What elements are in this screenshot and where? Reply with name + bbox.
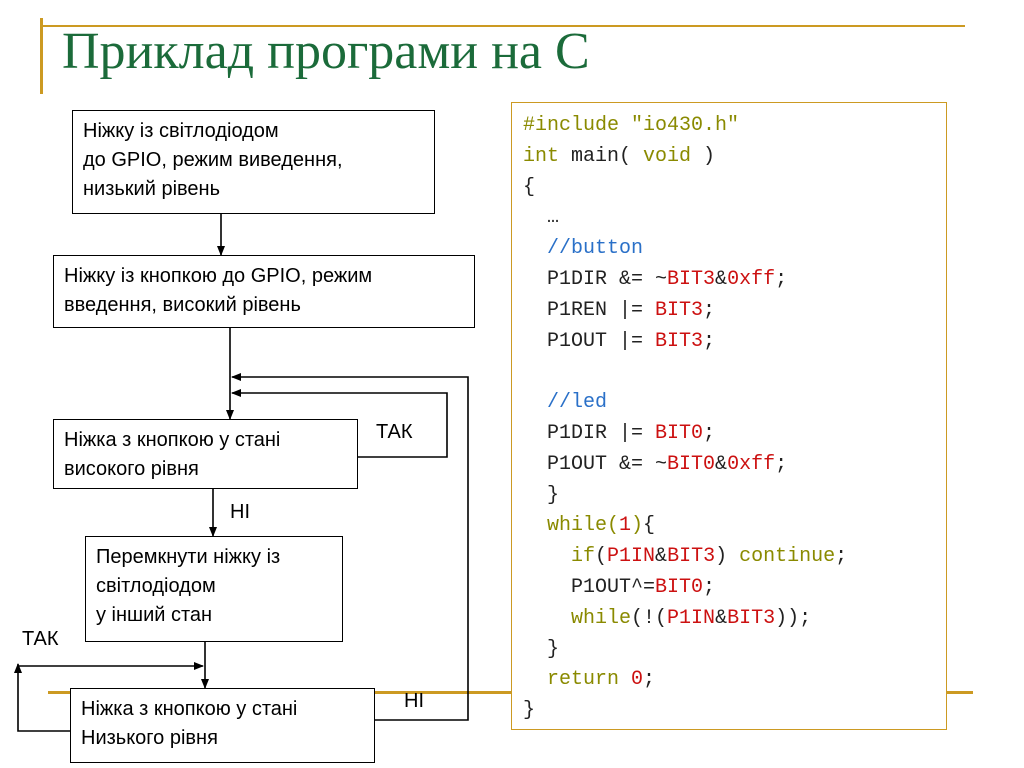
code-token: ) — [715, 545, 740, 569]
code-token: P1IN — [667, 606, 716, 630]
code-token: //button — [523, 237, 644, 261]
code-line: #include "io430.h" — [523, 111, 847, 142]
code-token: … — [523, 206, 560, 230]
code-line: return 0; — [523, 665, 847, 696]
decorative-vertical-rule — [40, 18, 43, 94]
code-token: 0 — [631, 668, 644, 692]
code-token: & — [715, 606, 728, 630]
code-line: P1DIR &= ~BIT3&0xff; — [523, 265, 847, 296]
code-token: 1 — [619, 514, 632, 538]
code-token: & — [655, 545, 668, 569]
flow-box-button-high-check: Ніжка з кнопкою у стані високого рівня — [53, 419, 358, 489]
code-token: //led — [523, 391, 608, 415]
code-token: ; — [643, 668, 656, 692]
code-line: while(1){ — [523, 511, 847, 542]
code-token — [619, 668, 631, 691]
code-line: P1OUT &= ~BIT0&0xff; — [523, 450, 847, 481]
code-token: BIT3 — [667, 545, 716, 569]
code-token: P1OUT^= — [523, 575, 656, 599]
code-panel: #include "io430.h"int main( void ){ … //… — [511, 102, 947, 730]
code-token: BIT3 — [727, 606, 776, 630]
code-token: #include "io430.h" — [523, 114, 740, 137]
code-token: P1REN |= — [523, 298, 656, 322]
code-line: P1REN |= BIT3; — [523, 296, 847, 327]
label-no-high: НІ — [230, 501, 250, 523]
code-line: int main( void ) — [523, 142, 847, 173]
code-token: BIT3 — [655, 298, 704, 322]
decorative-bottom-rule — [48, 691, 973, 694]
code-token: & — [715, 452, 728, 476]
code-line: //button — [523, 234, 847, 265]
label-yes-low: ТАК — [22, 628, 59, 650]
code-token: )); — [775, 606, 812, 630]
code-line: } — [523, 696, 847, 727]
code-token: } — [523, 699, 536, 723]
code-token: main( — [559, 144, 644, 168]
code-line: while(!(P1IN&BIT3)); — [523, 604, 847, 635]
loop-no-from-low-check — [231, 373, 469, 721]
slide-title: Приклад програми на С — [62, 23, 590, 80]
label-no-low: НІ — [404, 690, 424, 712]
code-token: ; — [835, 545, 848, 569]
code-line: } — [523, 481, 847, 512]
code-token: ; — [775, 267, 788, 291]
flow-box-button-input: Ніжку із кнопкою до GPIO, режим введення… — [53, 255, 475, 328]
code-token: ( — [595, 545, 608, 569]
code-token: 0xff — [727, 452, 776, 476]
code-line: if(P1IN&BIT3) continue; — [523, 542, 847, 573]
code-token: P1DIR |= — [523, 421, 656, 445]
label-yes-high: ТАК — [376, 421, 413, 443]
code-token: ; — [703, 298, 716, 322]
code-token: P1DIR &= ~ — [523, 267, 668, 291]
code-line: } — [523, 635, 847, 666]
code-line — [523, 357, 847, 388]
code-token: BIT3 — [655, 329, 704, 353]
code-token: ; — [703, 421, 716, 445]
code-token: BIT3 — [667, 267, 716, 291]
code-line: P1OUT |= BIT3; — [523, 327, 847, 358]
code-token: P1OUT |= — [523, 329, 656, 353]
code-line: P1DIR |= BIT0; — [523, 419, 847, 450]
code-token: while — [523, 606, 632, 630]
code-token: ; — [703, 575, 716, 599]
code-token: ) — [691, 144, 716, 168]
code-token: if — [523, 545, 596, 569]
flow-box-button-low-check: Ніжка з кнопкою у стані Низького рівня — [70, 688, 375, 763]
code-token: BIT0 — [655, 421, 704, 445]
code-token: 0xff — [727, 267, 776, 291]
code-listing: #include "io430.h"int main( void ){ … //… — [523, 111, 847, 727]
code-token: ; — [703, 329, 716, 353]
code-line: { — [523, 173, 847, 204]
code-token: { — [523, 175, 536, 199]
code-token: } — [523, 483, 560, 507]
code-token: & — [715, 267, 728, 291]
code-token: (!( — [631, 606, 668, 630]
code-token: continue — [739, 545, 836, 569]
code-token: } — [523, 637, 560, 661]
loop-yes-from-high-check — [231, 389, 448, 458]
code-token: int — [523, 144, 560, 168]
code-token: BIT0 — [667, 452, 716, 476]
code-token: ; — [775, 452, 788, 476]
flow-box-toggle-led: Перемкнути ніжку із світлодіодом у інший… — [85, 536, 343, 642]
code-token: ) — [631, 514, 644, 538]
code-token: P1OUT &= ~ — [523, 452, 668, 476]
code-token: return — [523, 668, 620, 692]
loop-yes-from-low-check — [14, 663, 70, 732]
flow-box-led-output: Ніжку із світлодіодом до GPIO, режим вив… — [72, 110, 435, 214]
code-token: BIT0 — [655, 575, 704, 599]
code-token: P1IN — [607, 545, 656, 569]
code-token: while( — [523, 514, 620, 538]
code-line: P1OUT^=BIT0; — [523, 573, 847, 604]
decorative-top-rule — [40, 25, 965, 27]
code-token: void — [643, 144, 692, 168]
code-line: //led — [523, 388, 847, 419]
code-token: { — [643, 514, 656, 538]
code-line: … — [523, 203, 847, 234]
